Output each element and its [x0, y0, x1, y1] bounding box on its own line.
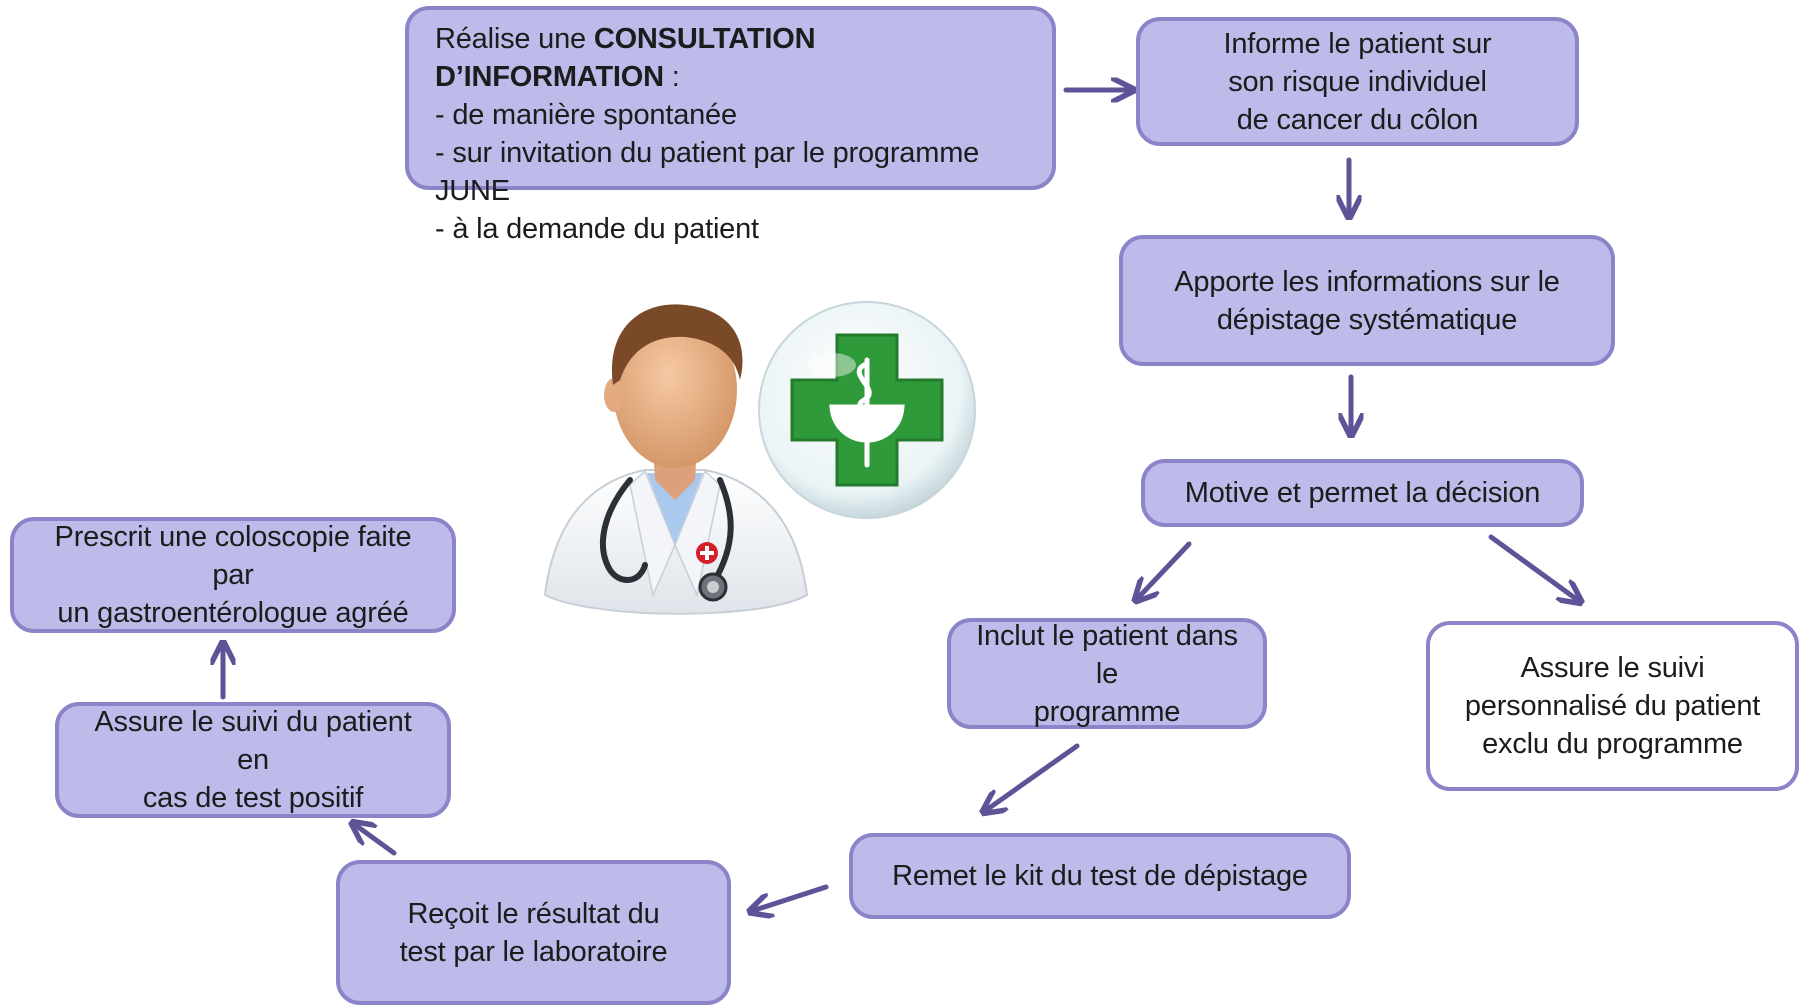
step-label: Assure le suivi du patient en [94, 706, 412, 776]
step-label: Reçoit le résultat du [407, 897, 660, 930]
consultation-item: - à la demande du patient [435, 213, 759, 245]
step-label: exclu du programme [1482, 728, 1743, 760]
consultation-title: Réalise une CONSULTATION D’INFORMATION : [435, 23, 816, 93]
excluded-followup-box: Assure le suivi personnalisé du patient … [1426, 621, 1799, 791]
result-box: Reçoit le résultat du test par le labora… [336, 860, 731, 1005]
arrow-include-to-kit [985, 743, 1080, 811]
step-label: de cancer du côlon [1236, 103, 1479, 136]
pharmacy-cross-icon [758, 301, 976, 519]
kit-box: Remet le kit du test de dépistage [849, 833, 1351, 919]
arrow-decision-to-excluded [1488, 534, 1579, 601]
step-label: Motive et permet la décision [1184, 477, 1541, 509]
include-box: Inclut le patient dans le programme [947, 618, 1267, 729]
consultation-box: Réalise une CONSULTATION D’INFORMATION :… [405, 6, 1056, 245]
step-label: Apporte les informations sur le [1174, 265, 1560, 298]
doctor-icon [543, 304, 809, 615]
step-label: Prescrit une coloscopie faite par [54, 521, 412, 591]
step-label: son risque individuel [1228, 65, 1487, 98]
positive-followup-box: Assure le suivi du patient en cas de tes… [55, 702, 451, 818]
arrow-result-to-positive [354, 824, 397, 856]
decision-box: Motive et permet la décision [1141, 459, 1584, 527]
step-label: Remet le kit du test de dépistage [892, 860, 1308, 892]
step-label: test par le laboratoire [399, 935, 668, 968]
consultation-item: - de manière spontanée [435, 99, 737, 131]
step-label: cas de test positif [142, 782, 364, 814]
colonoscopy-box: Prescrit une coloscopie faite par un gas… [10, 517, 456, 633]
step-label: dépistage systématique [1216, 303, 1518, 336]
stethoscope-icon [600, 477, 734, 583]
step-label: personnalisé du patient [1464, 690, 1761, 722]
arrow-decision-to-include [1137, 541, 1192, 599]
step-label: Assure le suivi [1520, 652, 1705, 684]
step-label: programme [1033, 695, 1181, 728]
step-label: un gastroentérologue agréé [57, 597, 409, 629]
consultation-item: - sur invitation du patient par le progr… [435, 137, 980, 207]
step-label: Inclut le patient dans le [976, 619, 1238, 690]
inform-risk-box: Informe le patient sur son risque indivi… [1136, 17, 1579, 146]
screening-info-box: Apporte les informations sur le dépistag… [1119, 235, 1615, 366]
arrow-kit-to-result [752, 884, 829, 911]
step-label: Informe le patient sur [1223, 27, 1492, 60]
